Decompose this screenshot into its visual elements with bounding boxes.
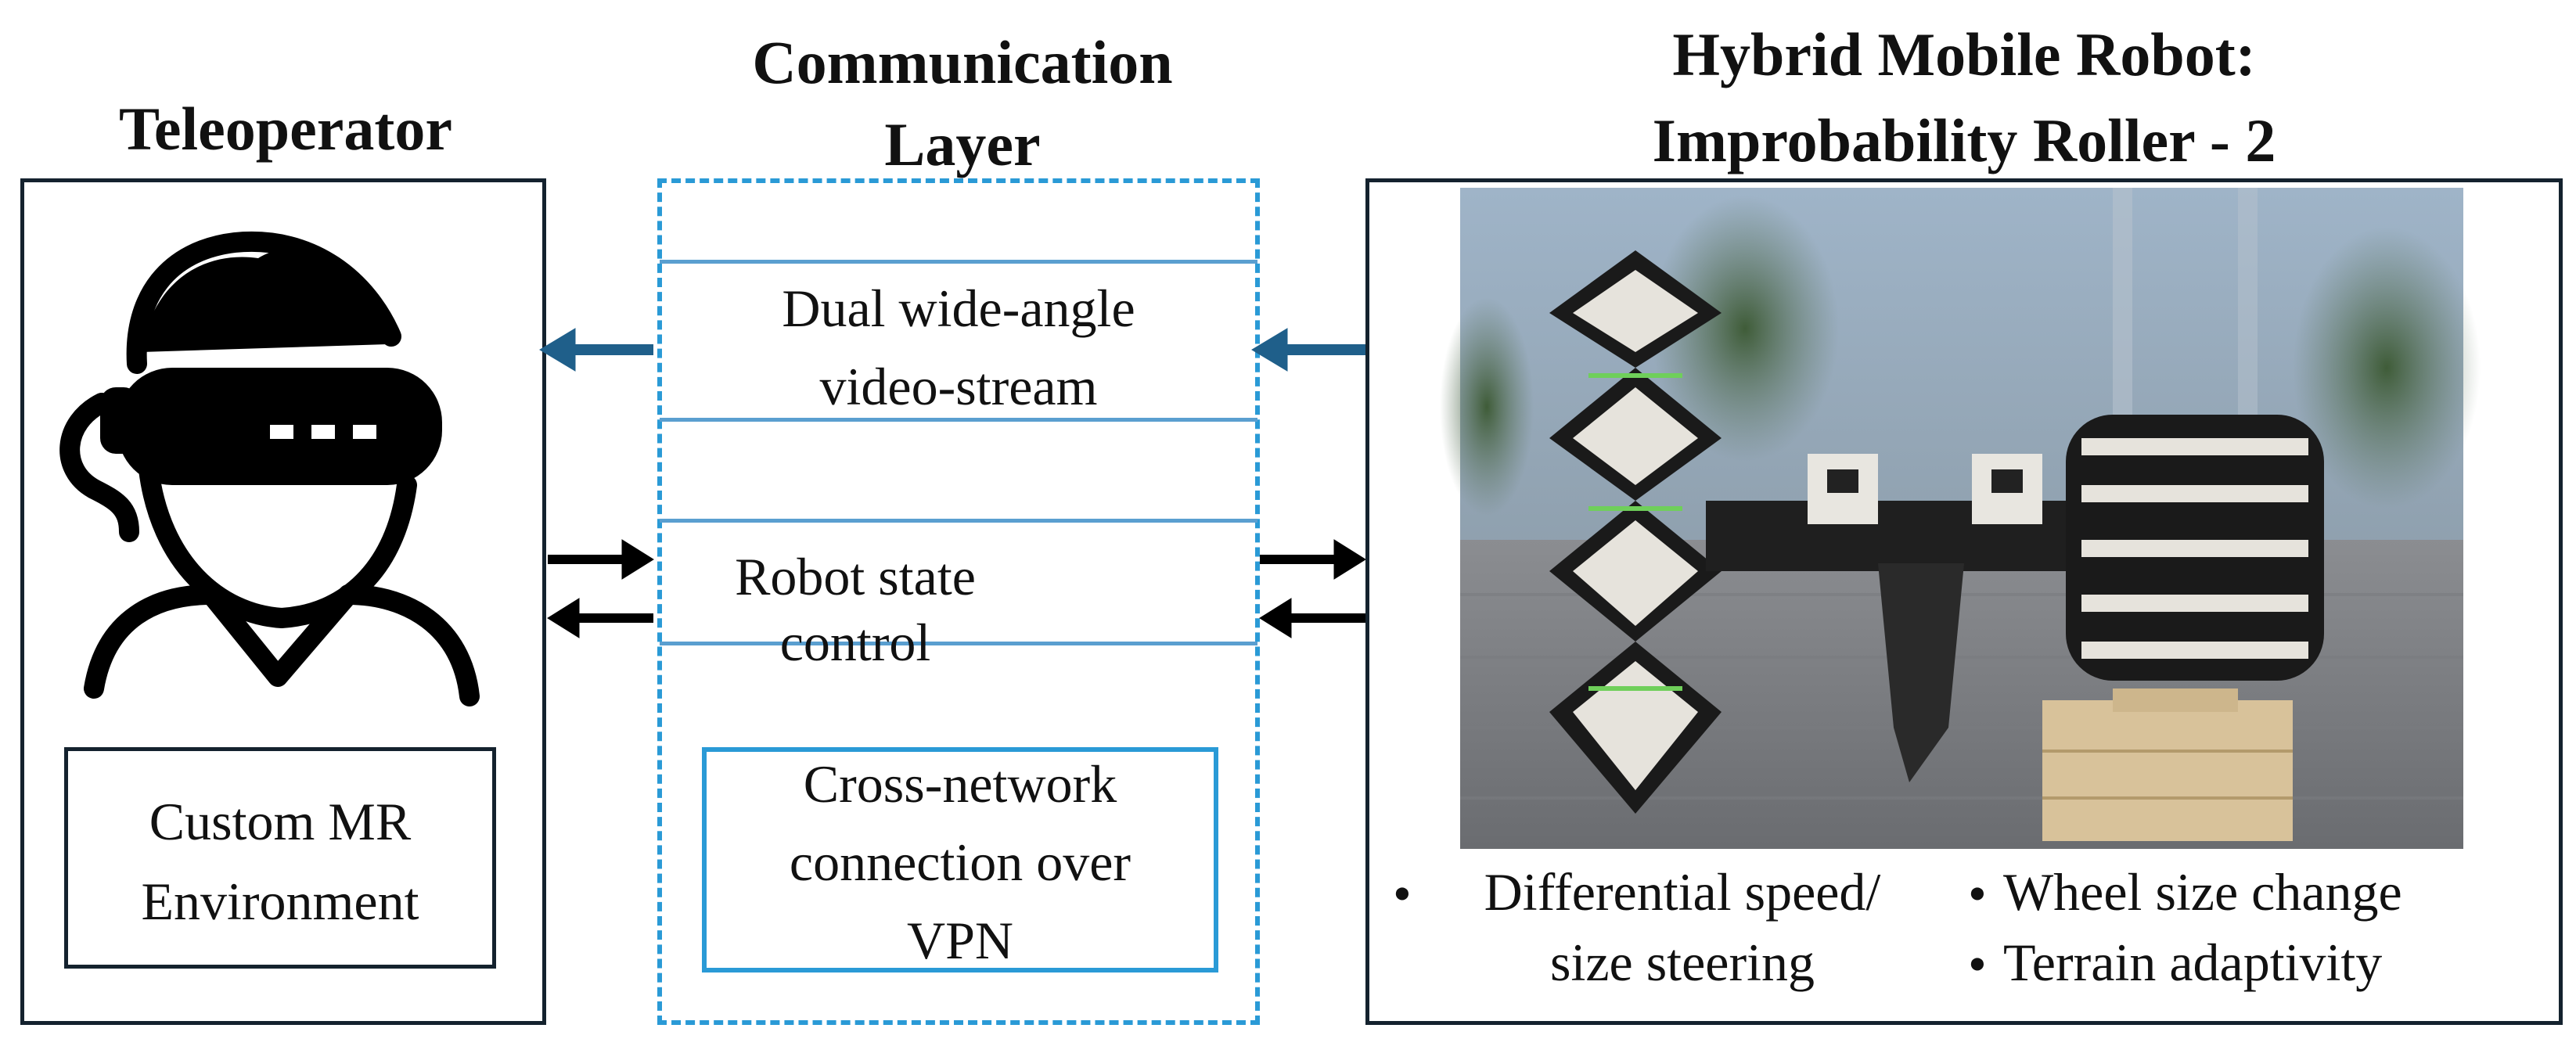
layer-line-3	[660, 519, 1257, 523]
mr-environment-line1: Custom MR	[149, 792, 412, 851]
vpn-line2: connection over	[789, 832, 1131, 892]
control-arrow-to-robot	[1260, 539, 1366, 580]
state-arrow-to-comm	[1259, 598, 1365, 638]
vpn-box	[702, 747, 1218, 972]
robot-state-control: Robot state control	[735, 547, 976, 672]
video-stream-line2: video-stream	[819, 357, 1098, 416]
teleoperator-title: Teleoperator	[119, 95, 452, 163]
teleoperator-panel	[20, 178, 546, 1025]
feature-bullet-1: •	[1393, 864, 1412, 923]
feature-bullet-2: •	[1968, 864, 1987, 923]
state-arrow-to-teleoperator	[547, 598, 653, 638]
mr-environment-line2: Environment	[141, 872, 419, 931]
feature-bullet-3: •	[1968, 934, 1987, 994]
control-arrow-to-comm	[548, 539, 654, 580]
feature-1-line1: Differential speed/	[1484, 862, 1881, 922]
robot-title-line2: Improbability Roller - 2	[1652, 106, 2276, 174]
vpn-line3: VPN	[906, 911, 1014, 970]
layer-line-1	[660, 260, 1257, 264]
robot-panel	[1365, 178, 2563, 1025]
video-arrow-left	[539, 328, 653, 372]
feature-2: Wheel size change	[2003, 862, 2402, 922]
mr-environment-box	[64, 747, 496, 969]
layer-line-2	[660, 418, 1257, 422]
communication-layer-panel	[657, 178, 1260, 1025]
feature-3: Terrain adaptivity	[2003, 933, 2383, 992]
robot-title-line1: Hybrid Mobile Robot:	[1672, 20, 2256, 88]
communication-title-line1: Communication	[752, 28, 1173, 96]
layer-line-4	[660, 642, 1257, 645]
communication-title-line2: Layer	[884, 110, 1041, 178]
video-arrow-right	[1251, 328, 1365, 372]
vpn-line1: Cross-network	[803, 754, 1117, 814]
feature-1-line2: size steering	[1550, 933, 1815, 992]
video-stream-line1: Dual wide-angle	[782, 279, 1135, 338]
